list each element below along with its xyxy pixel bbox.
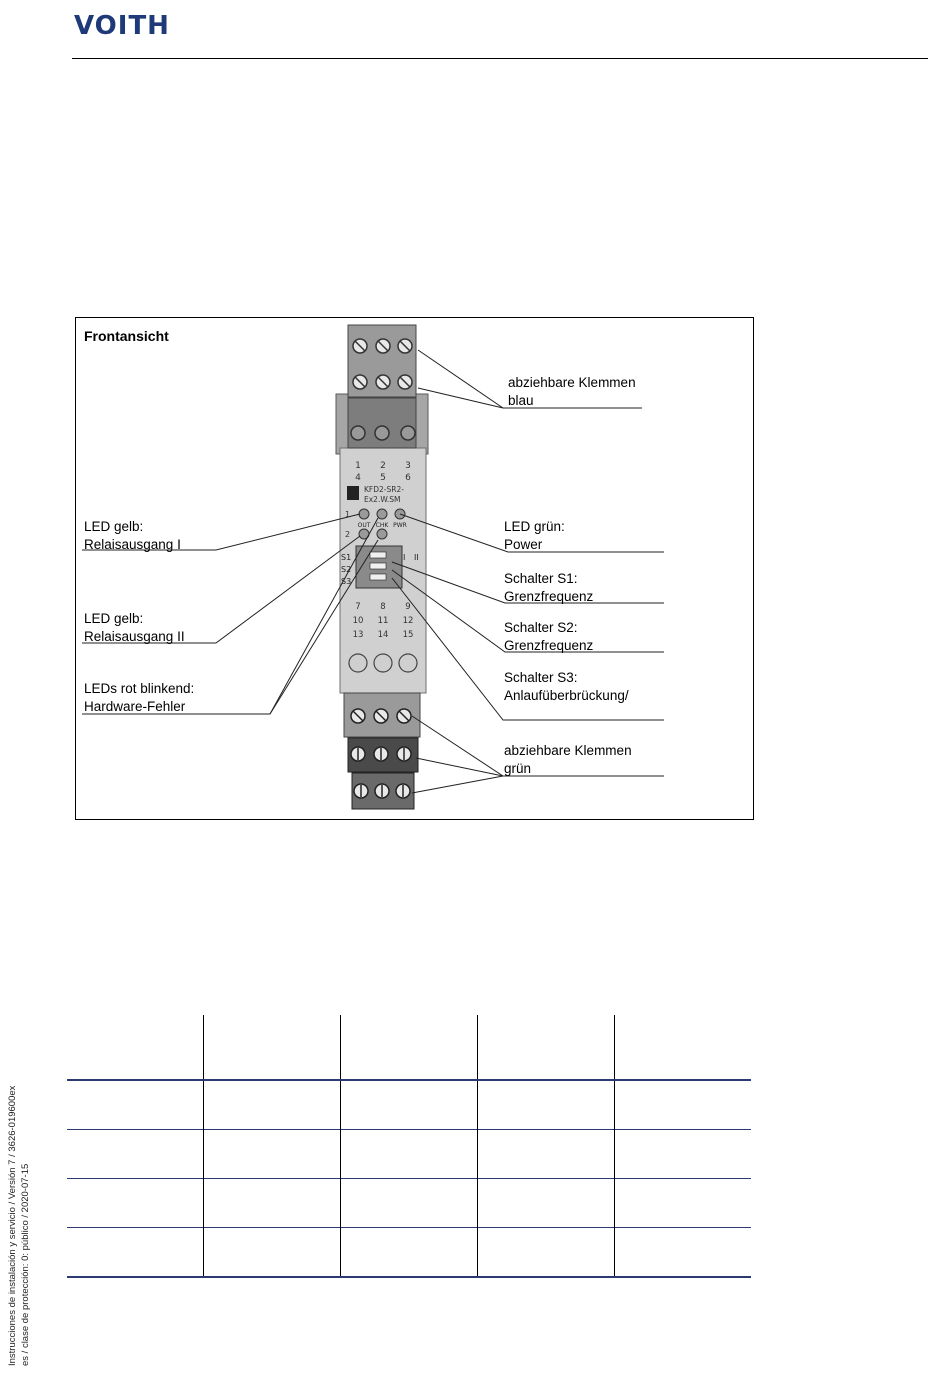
table-header-row xyxy=(67,1015,751,1080)
label-led-yellow-1: LED gelb:Relaisausgang I xyxy=(84,518,181,554)
terminal-number: 10 xyxy=(353,616,364,626)
table-cell xyxy=(341,1228,478,1278)
table-cell xyxy=(67,1130,204,1179)
table-cell xyxy=(341,1179,478,1228)
table-cell xyxy=(204,1015,341,1080)
terminal-number: 6 xyxy=(405,473,411,483)
terminal-number: 12 xyxy=(403,616,414,626)
table-cell xyxy=(615,1130,752,1179)
table-row xyxy=(67,1179,751,1228)
table-cell xyxy=(478,1228,615,1278)
table-cell xyxy=(67,1080,204,1130)
terminal-number: 8 xyxy=(380,602,385,612)
table-cell xyxy=(341,1130,478,1179)
row-number: 2 xyxy=(345,530,350,539)
label-leds-red: LEDs rot blinkend:Hardware-Fehler xyxy=(84,680,194,716)
label-switch-s3: Schalter S3:Anlaufüberbrückung/ xyxy=(504,669,629,705)
table-cell xyxy=(341,1080,478,1130)
switch-column: I xyxy=(403,553,405,562)
table-cell xyxy=(204,1080,341,1130)
terminal-number: 3 xyxy=(405,461,411,471)
terminal-number: 2 xyxy=(380,461,386,471)
led-chk-2 xyxy=(377,529,387,539)
terminal-number: 9 xyxy=(405,602,410,612)
table-cell xyxy=(615,1015,752,1080)
table-cell xyxy=(478,1130,615,1179)
switch-column: II xyxy=(414,553,419,562)
table-cell xyxy=(478,1179,615,1228)
led-label: CHK xyxy=(376,522,390,529)
table-cell xyxy=(615,1228,752,1278)
table-cell xyxy=(478,1080,615,1130)
table-cell xyxy=(204,1130,341,1179)
led-label: PWR xyxy=(393,522,407,529)
empty-table xyxy=(67,1015,751,1278)
table-cell xyxy=(204,1228,341,1278)
label-switch-s2: Schalter S2:Grenzfrequenz xyxy=(504,619,593,655)
table-cell xyxy=(67,1015,204,1080)
side-note: Instrucciones de instalación y servicio … xyxy=(6,1086,32,1366)
table-cell xyxy=(67,1179,204,1228)
table-row xyxy=(67,1080,751,1130)
terminal-number: 15 xyxy=(403,630,414,640)
switch-label: S1 xyxy=(341,553,351,562)
table-cell xyxy=(67,1228,204,1278)
side-note-line: es / clase de protección: 0: público / 2… xyxy=(19,1086,32,1366)
led-chk xyxy=(377,509,387,519)
led-label: OUT xyxy=(358,522,371,529)
side-note-line: Instrucciones de instalación y servicio … xyxy=(6,1086,19,1366)
table-row xyxy=(67,1228,751,1278)
terminal-number: 5 xyxy=(380,473,386,483)
table-cell xyxy=(615,1080,752,1130)
terminal-number: 1 xyxy=(355,461,361,471)
table-cell xyxy=(341,1015,478,1080)
table-cell xyxy=(204,1179,341,1228)
label-led-green: LED grün:Power xyxy=(504,518,565,554)
table-cell xyxy=(615,1179,752,1228)
terminal-number: 7 xyxy=(355,602,360,612)
terminal-number: 13 xyxy=(353,630,364,640)
model-label: KFD2-SR2- xyxy=(364,485,404,494)
table-cell xyxy=(478,1015,615,1080)
label-led-yellow-2: LED gelb:Relaisausgang II xyxy=(84,610,185,646)
led-out xyxy=(359,509,369,519)
terminal-number: 14 xyxy=(378,630,389,640)
terminal-number: 11 xyxy=(378,616,389,626)
label-switch-s1: Schalter S1:Grenzfrequenz xyxy=(504,570,593,606)
table-row xyxy=(67,1130,751,1179)
model-label: Ex2.W.SM xyxy=(364,495,401,504)
manufacturer-mark xyxy=(347,486,359,500)
terminal-number: 4 xyxy=(355,473,361,483)
